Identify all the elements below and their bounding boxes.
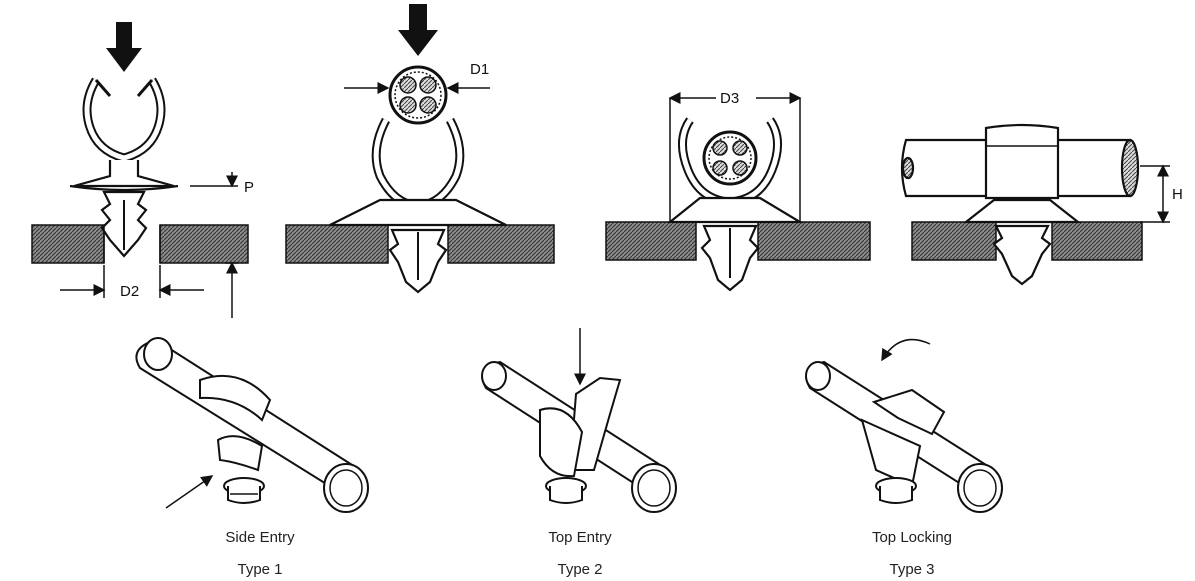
label-h: H: [1172, 186, 1183, 203]
caption-type3-name: Top Locking: [872, 529, 952, 546]
clip-ring: [82, 77, 166, 163]
caption-type2-type: Type 2: [557, 561, 602, 578]
illustration-top-locking: [805, 360, 1003, 513]
illustration-side-entry: [135, 337, 369, 513]
panel-plate: [31, 224, 105, 264]
panel-clip-with-cable: [285, 4, 555, 294]
caption-type1-type: Type 1: [237, 561, 282, 578]
caption-type1-name: Side Entry: [225, 529, 295, 546]
dimension-h: [1140, 164, 1170, 224]
dimension-p: [190, 172, 238, 318]
caption-type2-name: Top Entry: [548, 529, 612, 546]
illustration-top-entry: [481, 360, 677, 513]
rotate-arrow-icon: [881, 338, 931, 362]
panel-clip-open: [31, 22, 249, 264]
side-entry-arrow: [165, 475, 214, 509]
label-d3: D3: [720, 90, 739, 107]
panel-clip-d3: [605, 98, 871, 292]
down-arrow-icon: [106, 22, 142, 72]
label-p: P: [244, 179, 254, 196]
caption-type3-type: Type 3: [889, 561, 934, 578]
panel-clip-side-view: [900, 123, 1143, 286]
clip-band: [984, 123, 1060, 200]
label-d1: D1: [470, 61, 489, 78]
dimension-d2: [60, 265, 204, 298]
down-arrow-icon: [398, 4, 438, 56]
label-d2: D2: [120, 283, 139, 300]
